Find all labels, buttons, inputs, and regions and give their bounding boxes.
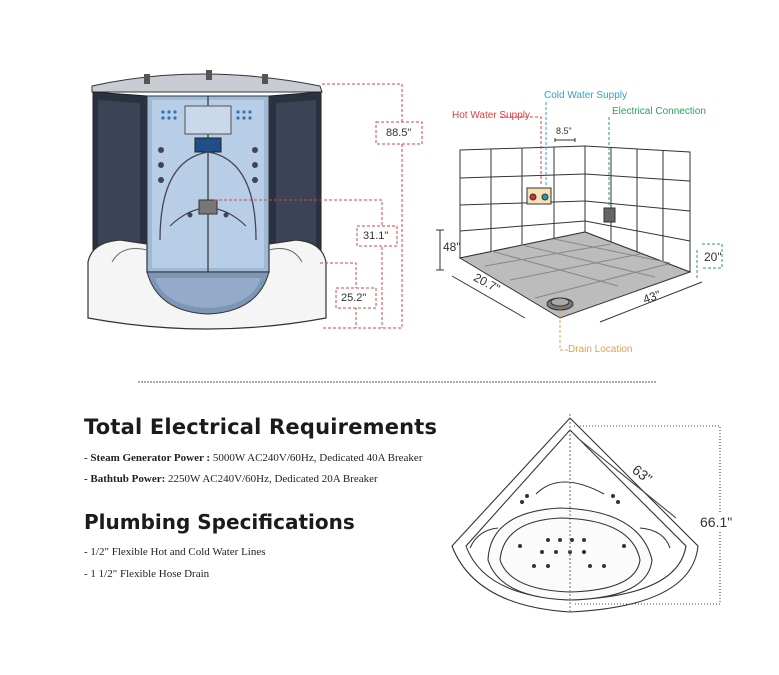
electrical-item-bathtub-label: - Bathtub Power: — [84, 473, 166, 485]
shower-dimension-boxes — [335, 121, 423, 309]
electrical-item-steam-value: 5000W AC240V/60Hz, Dedicated 40A Breaker — [210, 452, 423, 464]
cold-water-supply-label: Cold Water Supply — [544, 90, 627, 101]
dim-label-25-2: 25.2" — [341, 292, 367, 304]
dim-label-88-5: 88.5" — [386, 127, 412, 139]
dim-label-31-1: 31.1" — [363, 230, 389, 242]
electrical-item-steam-label: - Steam Generator Power : — [84, 452, 211, 464]
electrical-title: Total Electrical Requirements — [84, 415, 438, 439]
drain-location-label: Drain Location — [568, 344, 633, 355]
electrical-connection-label: Electrical Connection — [612, 106, 706, 117]
electrical-item-steam: - Steam Generator Power : 5000W AC240V/6… — [84, 452, 422, 464]
hot-water-supply-label: Hot Water Supply — [452, 110, 530, 121]
plumbing-item-hose-drain: - 1 1/2" Flexible Hose Drain — [84, 568, 210, 580]
room-callout-lines — [436, 102, 723, 351]
plumbing-title: Plumbing Specifications — [84, 510, 355, 534]
wall-height-label: 48" — [443, 240, 461, 254]
shower-dimension-lines — [214, 83, 403, 329]
valve-spacing-label: 8.5" — [556, 126, 572, 136]
shower-enclosure-illustration — [87, 70, 327, 330]
corner-tub-illustration — [451, 414, 721, 613]
room-plumbing-illustration — [458, 145, 692, 319]
tub-side-label: 66.1" — [700, 514, 733, 530]
electrical-item-bathtub: - Bathtub Power: 2250W AC240V/60Hz, Dedi… — [84, 473, 378, 485]
right-height-label: 20" — [704, 250, 722, 264]
electrical-item-bathtub-value: 2250W AC240V/60Hz, Dedicated 20A Breaker — [165, 473, 378, 485]
plumbing-item-water-lines: - 1/2" Flexible Hot and Cold Water Lines — [84, 546, 266, 558]
